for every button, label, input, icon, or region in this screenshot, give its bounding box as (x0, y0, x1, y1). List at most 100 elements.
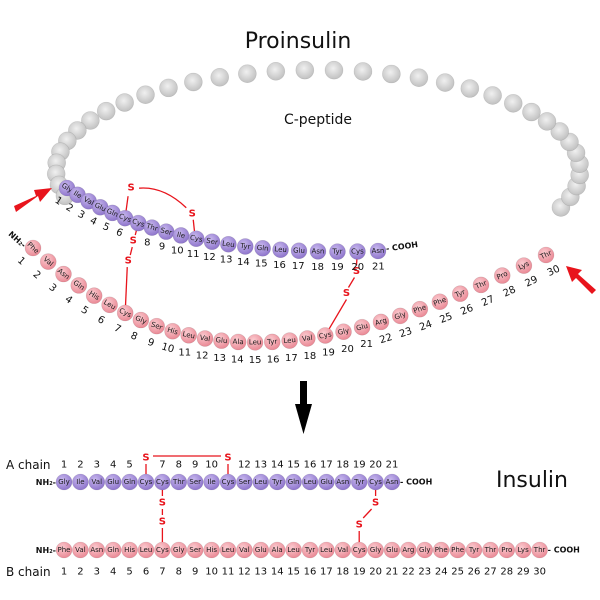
residue-label: Cys (318, 330, 332, 340)
residue-label: Cys (353, 546, 366, 554)
residue-number: 21 (386, 460, 399, 471)
a-chain-residue: Gly (55, 473, 73, 491)
residue-bead (353, 318, 371, 336)
residue-number: 29 (517, 567, 530, 578)
b-chain-residue: Leu (318, 541, 335, 559)
residue-bead (154, 473, 171, 491)
residue-bead (252, 473, 270, 491)
b-chain-residue: Ala (268, 541, 286, 559)
residue-bead (391, 307, 409, 325)
residue-number: 28 (500, 567, 513, 578)
down-arrow-icon (295, 381, 312, 434)
b-chain-residue: His (203, 541, 220, 559)
residue-bead (236, 473, 253, 491)
residue-label: Cys (140, 478, 153, 486)
a-chain-residue: Leu (220, 235, 237, 253)
a-chain-residue: Cys (367, 473, 384, 491)
b-chain-residue: Gln (104, 541, 122, 559)
residue-label: Leu (283, 336, 296, 345)
b-chain-residue: Val (196, 330, 214, 347)
residue-bead (121, 541, 138, 559)
residue-bead (482, 541, 499, 559)
residue-label: Val (92, 478, 103, 486)
residue-number: 6 (114, 227, 124, 240)
c-peptide-residue (81, 111, 100, 130)
b-chain-residue: Thr (531, 541, 548, 559)
residue-bead (367, 473, 384, 491)
a-chain-residue: Cys (116, 209, 134, 227)
residue-number: 25 (438, 311, 454, 326)
residue-bead (81, 111, 100, 130)
a-chain-residue: Asn (383, 473, 401, 491)
residue-label: Pro (501, 546, 512, 554)
residue-label: Asn (371, 247, 384, 255)
sulfur-label: S (353, 266, 360, 277)
residue-bead (272, 241, 289, 258)
residue-bead (285, 541, 302, 559)
residue-bead (55, 473, 73, 491)
b-chain-residue: Phe (431, 293, 449, 311)
residue-number: 8 (176, 567, 182, 578)
residue-number: 10 (160, 341, 175, 355)
c-peptide-residue (266, 62, 286, 81)
residue-label: Cys (189, 234, 203, 244)
sulfur-label: S (125, 256, 132, 267)
residue-bead (301, 473, 319, 491)
residue-number: 3 (76, 209, 87, 222)
residue-label: Leu (255, 478, 268, 486)
a-chain-residue: Ser (203, 233, 221, 251)
residue-number: 24 (418, 319, 434, 334)
residue-number: 2 (77, 460, 83, 471)
residue-bead (219, 473, 237, 491)
residue-label: Ala (272, 546, 283, 554)
residue-number: 13 (213, 353, 226, 364)
residue-bead (186, 541, 204, 559)
b-chain-residue: Pro (493, 267, 511, 284)
b-chain-residue: Ser (148, 317, 165, 335)
residue-bead (369, 242, 387, 260)
residue-number: 3 (94, 567, 100, 578)
residue-bead (449, 541, 466, 559)
residue-bead (187, 230, 205, 248)
residue-number: 21 (372, 261, 385, 272)
residue-number: 15 (255, 259, 268, 270)
b-chain-residue: Ala (229, 333, 247, 351)
n-terminus-label: NH2- (36, 478, 56, 488)
sulfur-label: S (372, 498, 379, 509)
a-chain-residue: Ser (157, 223, 175, 240)
residue-bead (55, 541, 73, 559)
residue-number: 20 (369, 567, 382, 578)
residue-label: His (206, 546, 217, 554)
a-chain-residue: Leu (272, 241, 289, 258)
c-peptide-residue (210, 68, 230, 87)
residue-bead (329, 243, 346, 260)
residue-label: Gly (394, 310, 407, 321)
residue-bead (115, 93, 134, 112)
residue-label: Tyr (331, 248, 342, 256)
residue-bead (203, 233, 221, 251)
residue-bead (121, 473, 138, 491)
c-peptide-residue (537, 112, 557, 131)
residue-label: Val (75, 546, 86, 554)
residue-label: Glu (255, 546, 267, 554)
residue-label: Asn (311, 247, 324, 255)
residue-label: Leu (274, 245, 287, 254)
b-chain-residue: Leu (101, 296, 118, 314)
residue-label: Asn (336, 478, 349, 486)
residue-label: Gly (134, 314, 148, 326)
residue-bead (483, 86, 502, 105)
residue-number: 20 (351, 262, 364, 273)
residue-number: 13 (254, 567, 267, 578)
residue-number: 15 (287, 460, 300, 471)
b-chain-residue: His (121, 541, 138, 559)
residue-bead (220, 235, 237, 253)
residue-number: 28 (502, 284, 518, 299)
b-chain-residue: Lys (514, 541, 532, 559)
b-chain-residue: Val (72, 541, 89, 559)
b-chain-residue: Arg (372, 313, 390, 331)
residue-number: 12 (203, 252, 216, 263)
a-chain-residue: Cys (137, 473, 155, 491)
